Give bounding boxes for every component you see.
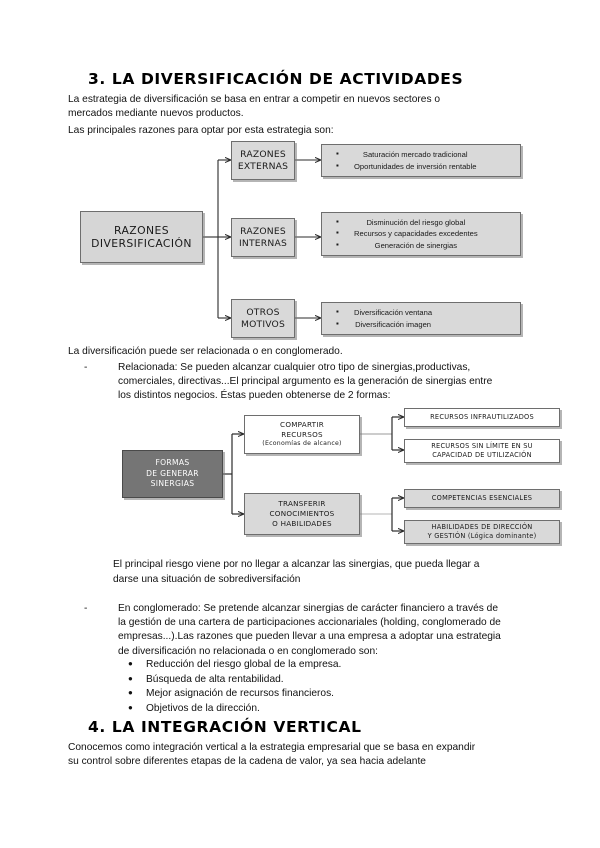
node-label-sub: (Economías de alcance) — [262, 440, 342, 448]
risk-line1: El principal riesgo viene por no llegar … — [113, 559, 480, 570]
section4-intro-line2: su control sobre diferentes etapas de la… — [68, 756, 426, 767]
node-label-line3: SINERGIAS — [150, 479, 195, 489]
list-item: Saturación mercado tradicional — [332, 148, 476, 161]
risk-text: El principal riesgo viene por no llegar … — [113, 557, 533, 587]
list-item: Oportunidades de inversión rentable — [332, 160, 476, 173]
conglomerado-bullet-list: Reducción del riesgo global de la empres… — [128, 657, 528, 717]
node-label-line2: DIVERSIFICACIÓN — [91, 237, 192, 250]
node-label-line2: INTERNAS — [239, 237, 287, 249]
section3-intro-line2: mercados mediante nuevos productos. — [68, 108, 244, 119]
section4-intro-line1: Conocemos como integración vertical a la… — [68, 742, 476, 753]
list-item: Disminución del riesgo global — [332, 216, 478, 229]
risk-line2: darse una situación de sobrediversifació… — [113, 574, 301, 585]
diagram-leaf-habilidades-direccion: HABILIDADES DE DIRECCIÓN Y GESTIÓN (Lógi… — [404, 520, 560, 544]
mid-text-intro: La diversificación puede ser relacionada… — [68, 346, 343, 357]
node-label-line1: RAZONES — [240, 149, 286, 160]
diagram-leaf-recursos-infrautilizados: RECURSOS INFRAUTILIZADOS — [404, 408, 560, 427]
node-label-line2: MOTIVOS — [240, 318, 286, 330]
node-label-line1: FORMAS — [155, 458, 190, 468]
diagram-node-formas-generar-sinergias: FORMAS DE GENERAR SINERGIAS — [122, 450, 223, 498]
list-item: Objetivos de la dirección. — [128, 701, 528, 717]
conglomerado-line2: la gestión de una cartera de participaci… — [118, 617, 501, 629]
leaf-label-line1: HABILIDADES DE DIRECCIÓN — [431, 523, 533, 531]
diagram-node-razones-diversificacion: RAZONES DIVERSIFICACIÓN — [80, 211, 203, 263]
diagram-node-compartir-recursos: COMPARTIR RECURSOS (Economías de alcance… — [244, 415, 360, 454]
diagram-sinergias-connectors — [223, 405, 600, 550]
leaf-label-line2: CAPACIDAD DE UTILIZACIÓN — [432, 451, 532, 459]
node-label-line2: RECURSOS — [281, 429, 323, 439]
leaf-label-line1: RECURSOS SIN LÍMITE EN SU — [431, 442, 533, 450]
diagram-leaf-recursos-sin-limite: RECURSOS SIN LÍMITE EN SU CAPACIDAD DE U… — [404, 439, 560, 463]
relacionada-line2: comerciales, directivas...El principal a… — [118, 376, 493, 388]
diagram-node-transferir-conocimientos: TRANSFERIR CONOCIMIENTOS O HABILIDADES — [244, 493, 360, 535]
section-heading-4: 4. LA INTEGRACIÓN VERTICAL — [88, 718, 362, 736]
node-label-line1: TRANSFERIR — [278, 499, 326, 509]
leaf-label-line2: Y GESTIÓN (Lógica dominante) — [427, 532, 537, 540]
node-label-line1: OTROS — [246, 307, 280, 318]
diagram-leaf-competencias-esenciales: COMPETENCIAS ESENCIALES — [404, 489, 560, 508]
conglomerado-line4: de diversificación no relacionada o en c… — [118, 645, 378, 657]
diagram-list-otros-motivos: Diversificación ventana Diversificación … — [321, 302, 521, 335]
relacionada-line3: los distintos negocios. Éstas pueden obt… — [118, 390, 391, 402]
diagram-razones-connectors — [203, 0, 600, 340]
conglomerado-line3: empresas...).Las razones que pueden llev… — [118, 631, 501, 643]
list-item: Mejor asignación de recursos financieros… — [128, 686, 528, 702]
list-item: Búsqueda de alta rentabilidad. — [128, 672, 528, 688]
relacionada-line1: Relacionada: Se pueden alcanzar cualquie… — [118, 362, 471, 373]
mid-text-relacionada: - Relacionada: Se pueden alcanzar cualqu… — [84, 361, 524, 404]
node-label-line1: COMPARTIR — [280, 419, 324, 429]
conglomerado-text: - En conglomerado: Se pretende alcanzar … — [84, 602, 534, 659]
section3-intro-line1: La estrategia de diversificación se basa… — [68, 94, 441, 105]
list-item: Diversificación ventana — [332, 306, 432, 319]
diagram-node-razones-internas: RAZONES INTERNAS — [231, 218, 295, 257]
diagram-formas-generar-sinergias: FORMAS DE GENERAR SINERGIAS COMPARTIR RE… — [0, 405, 600, 550]
list-item: Diversificación imagen — [332, 318, 432, 331]
node-label-line1: RAZONES — [240, 226, 286, 237]
list-item: Reducción del riesgo global de la empres… — [128, 657, 528, 673]
leaf-label-line1: COMPETENCIAS ESENCIALES — [431, 494, 533, 502]
list-item: Recursos y capacidades excedentes — [332, 227, 478, 240]
conglomerado-line1: En conglomerado: Se pretende alcanzar si… — [118, 603, 498, 614]
diagram-list-razones-internas: Disminución del riesgo global Recursos y… — [321, 212, 521, 256]
list-item: Generación de sinergias — [332, 239, 478, 252]
node-label-line3: O HABILIDADES — [272, 518, 332, 528]
diagram-node-otros-motivos: OTROS MOTIVOS — [231, 299, 295, 338]
dash-marker: - — [84, 603, 88, 614]
node-label-line1: RAZONES — [114, 223, 169, 237]
section3-intro-line3: Las principales razones para optar por e… — [68, 125, 334, 136]
node-label-line2: EXTERNAS — [237, 160, 289, 172]
leaf-label-line1: RECURSOS INFRAUTILIZADOS — [430, 413, 534, 421]
section-heading-3: 3. LA DIVERSIFICACIÓN DE ACTIVIDADES — [88, 70, 464, 88]
diagram-razones-diversificacion: RAZONES DIVERSIFICACIÓN RAZONES EXTERNAS… — [0, 0, 600, 340]
diagram-list-razones-externas: Saturación mercado tradicional Oportunid… — [321, 144, 521, 177]
node-label-line2: DE GENERAR — [146, 468, 199, 478]
dash-marker: - — [84, 362, 88, 373]
diagram-node-razones-externas: RAZONES EXTERNAS — [231, 141, 295, 180]
node-label-line2: CONOCIMIENTOS — [269, 509, 335, 519]
